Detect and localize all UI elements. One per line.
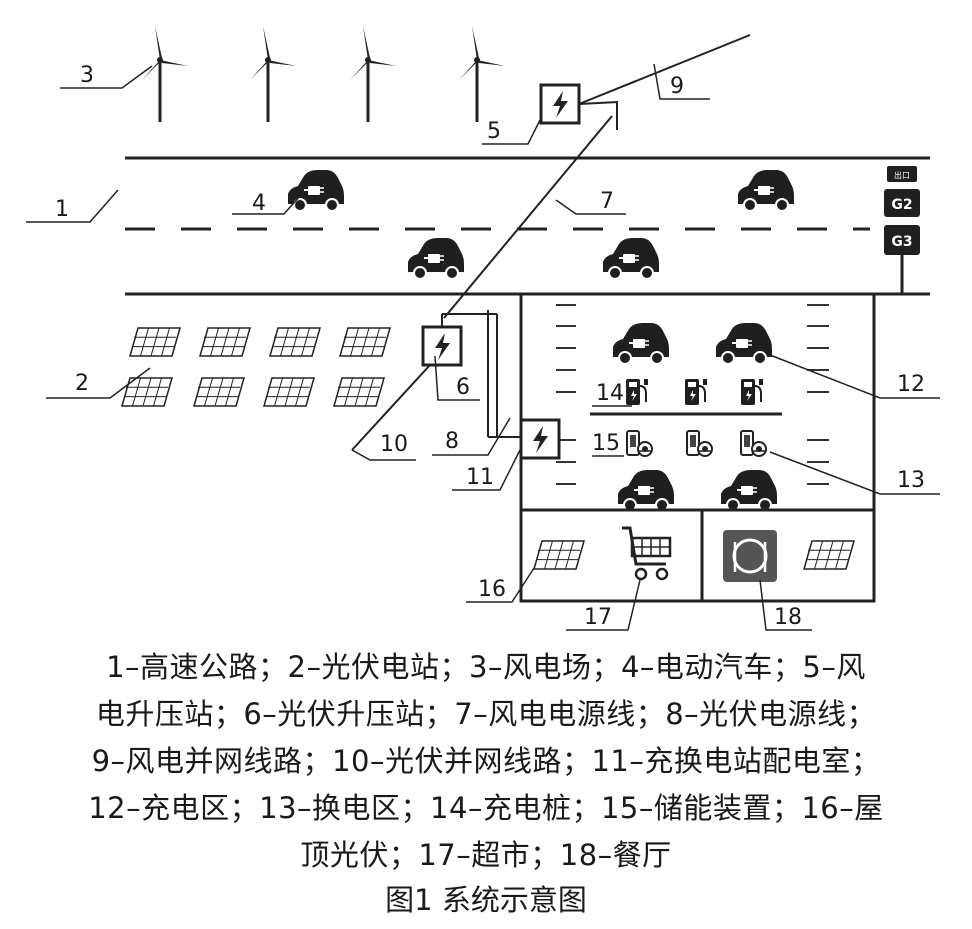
charging-pile-icon bbox=[684, 378, 708, 406]
callout-16: 16 bbox=[478, 577, 506, 602]
solar-panel-icon bbox=[333, 377, 385, 407]
charging-station bbox=[519, 294, 876, 512]
distribution-room-icon bbox=[519, 418, 561, 460]
sign-g2-label: G2 bbox=[891, 197, 912, 213]
callout-8: 8 bbox=[445, 429, 459, 454]
rooftop-pv-icon bbox=[803, 540, 855, 570]
callout-7: 7 bbox=[600, 189, 614, 214]
booster-station-icon bbox=[539, 83, 581, 125]
solar-panel-icon bbox=[263, 377, 315, 407]
wind-farm bbox=[140, 24, 507, 124]
charging-pile-icon bbox=[625, 378, 649, 406]
legend-line: 顶光伏；17–超市；18–餐厅 bbox=[300, 838, 672, 872]
electric-car-icon bbox=[287, 169, 345, 212]
highway bbox=[125, 156, 930, 296]
solar-panel-icon bbox=[269, 327, 321, 357]
callout-17: 17 bbox=[584, 605, 612, 630]
solar-panel-icon bbox=[199, 327, 251, 357]
pv-booster-station bbox=[351, 310, 522, 451]
wind-power-line bbox=[443, 115, 613, 319]
sign-g3-label: G3 bbox=[891, 234, 912, 250]
callout-4: 4 bbox=[252, 191, 266, 216]
wind-turbine-icon bbox=[457, 24, 507, 124]
electric-car-icon bbox=[612, 322, 670, 365]
rooftop-pv-icon bbox=[533, 540, 585, 570]
legend-line: 电升压站；6–光伏升压站；7–风电电源线；8–光伏电源线； bbox=[95, 697, 877, 731]
callout-9: 9 bbox=[670, 74, 684, 99]
electric-cars bbox=[287, 169, 795, 280]
callout-3: 3 bbox=[80, 63, 94, 88]
callout-18: 18 bbox=[774, 605, 802, 630]
leader-lines bbox=[26, 63, 940, 631]
energy-storage-icon bbox=[686, 430, 713, 457]
callout-11: 11 bbox=[466, 465, 494, 490]
callout-12: 12 bbox=[897, 372, 925, 397]
energy-storage-icon bbox=[626, 430, 653, 457]
road-sign: 出口 G2 G3 bbox=[884, 166, 920, 294]
wind-booster-station bbox=[539, 34, 751, 130]
electric-car-icon bbox=[737, 169, 795, 212]
system-diagram: 出口 G2 G3 bbox=[26, 24, 940, 631]
restaurant-icon bbox=[723, 530, 777, 582]
solar-panel-icon bbox=[121, 377, 173, 407]
figure-caption: 图1 系统示意图 bbox=[385, 883, 587, 917]
booster-station-icon bbox=[421, 325, 463, 367]
legend-line: 12–充电区；13–换电区；14–充电桩；15–储能装置；16–屋 bbox=[88, 791, 884, 825]
energy-storage-icon bbox=[740, 430, 767, 457]
wind-turbine-icon bbox=[140, 24, 190, 124]
pv-power-station bbox=[121, 327, 391, 407]
callout-10: 10 bbox=[380, 432, 408, 457]
callout-13: 13 bbox=[897, 468, 925, 493]
shopping-cart-icon bbox=[622, 526, 672, 581]
sign-exit-label: 出口 bbox=[894, 170, 910, 180]
wind-turbine-icon bbox=[348, 24, 398, 124]
electric-car-icon bbox=[715, 322, 773, 365]
solar-panel-icon bbox=[193, 377, 245, 407]
callout-14: 14 bbox=[596, 381, 624, 406]
electric-car-icon bbox=[407, 237, 465, 280]
legend-line: 1–高速公路；2–光伏电站；3–风电场；4–电动汽车；5–风 bbox=[106, 650, 866, 684]
callout-2: 2 bbox=[75, 371, 89, 396]
callout-6: 6 bbox=[456, 375, 470, 400]
charging-pile-icon bbox=[740, 378, 764, 406]
legend: 1–高速公路；2–光伏电站；3–风电场；4–电动汽车；5–风 电升压站；6–光伏… bbox=[0, 644, 972, 879]
electric-car-icon bbox=[602, 237, 660, 280]
callout-5: 5 bbox=[487, 119, 501, 144]
electric-car-icon bbox=[617, 469, 675, 512]
legend-line: 9–风电并网线路；10–光伏并网线路；11–充换电站配电室； bbox=[91, 744, 881, 778]
service-building bbox=[519, 508, 876, 603]
callout-15: 15 bbox=[592, 431, 620, 456]
callout-numbers: 3 1 4 2 5 9 7 6 10 8 11 12 13 14 15 16 1… bbox=[55, 63, 925, 630]
electric-car-icon bbox=[720, 469, 778, 512]
solar-panel-icon bbox=[129, 327, 181, 357]
solar-panel-icon bbox=[339, 327, 391, 357]
wind-turbine-icon bbox=[248, 24, 298, 124]
callout-1: 1 bbox=[55, 197, 69, 222]
